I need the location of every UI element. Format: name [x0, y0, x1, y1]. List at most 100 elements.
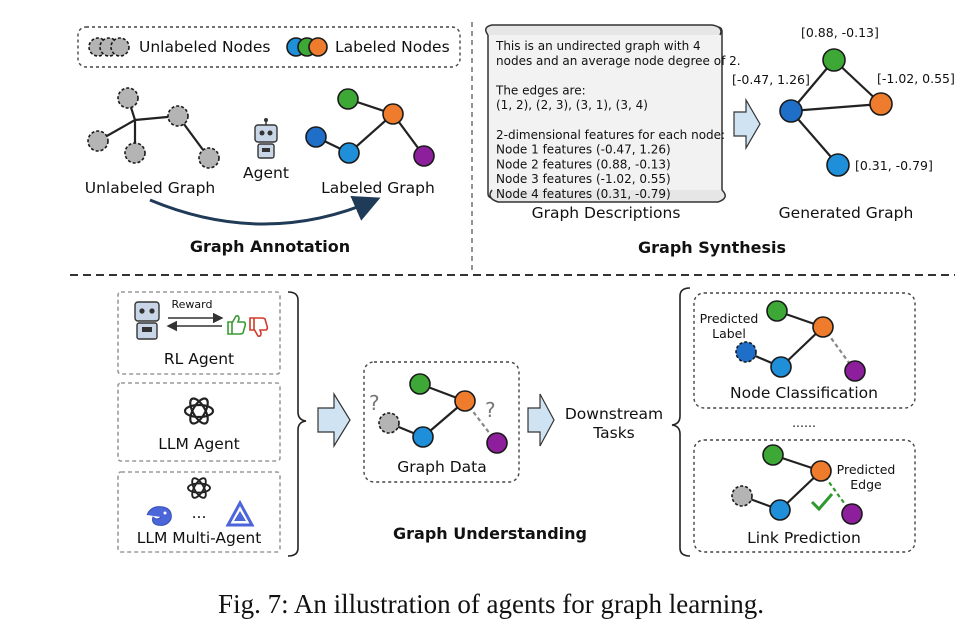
graph-node [413, 145, 435, 167]
thumbs-up-icon [227, 315, 247, 335]
coord-label: [-0.47, 1.26] [732, 72, 810, 87]
graph-node [766, 300, 788, 322]
coord-label: [-1.02, 0.55] [877, 71, 955, 86]
description-line: 2-dimensional features for each node: [496, 128, 725, 142]
tasks-bracket [671, 287, 691, 557]
llm-agent-box: LLM Agent [117, 382, 281, 462]
openai-logo-icon [187, 477, 211, 499]
graph-node [841, 503, 863, 525]
graph-node [822, 48, 846, 72]
to-tasks-arrow [527, 393, 555, 447]
coord-label: [0.31, -0.79] [855, 158, 933, 173]
graph-node [769, 499, 791, 521]
unlabeled-nodes-legend-icon [88, 37, 130, 57]
graph-node [812, 316, 834, 338]
graph-node [826, 153, 850, 177]
exchange-arrows-icon [166, 312, 224, 332]
downstream-tasks-label-line2: Tasks [592, 424, 635, 442]
graph-node [735, 341, 757, 363]
graph-node [454, 390, 476, 412]
graph-node [409, 373, 431, 395]
graph-node [338, 142, 360, 164]
graph-node [124, 142, 146, 164]
predicted-label-text-line1: Predicted [700, 311, 759, 326]
legend-box [77, 26, 461, 68]
graph-node [486, 432, 508, 454]
to-graph-data-arrow [317, 391, 351, 449]
labeled-graph [305, 88, 435, 167]
agents-ellipsis: ... [192, 504, 207, 522]
graph-node [87, 130, 109, 152]
graph-node [869, 92, 893, 116]
labeled-nodes-legend-icon [286, 37, 328, 57]
coord-label: [0.88, -0.13] [801, 25, 879, 40]
graph-node [337, 88, 359, 110]
robot-icon [134, 301, 160, 340]
legend-labeled-text: Labeled Nodes [335, 38, 450, 56]
description-line: (1, 2), (2, 3), (3, 1), (3, 4) [496, 98, 648, 112]
generated-graph-label: Generated Graph [779, 204, 914, 222]
whale-logo-icon [146, 506, 172, 526]
graph-node [762, 444, 784, 466]
predicted-label-text-line2: Label [712, 326, 746, 341]
description-line: Node 1 features (-0.47, 1.26) [496, 143, 671, 157]
rl-agent-box: Reward RL Agent [117, 291, 281, 375]
predicted-edge-text-line1: Predicted [837, 462, 896, 477]
llm-multi-agent-label: LLM Multi-Agent [137, 529, 262, 547]
description-line: Node 2 features (0.88, -0.13) [496, 157, 671, 171]
description-line: Node 3 features (-1.02, 0.55) [496, 172, 671, 186]
graph-node [412, 426, 434, 448]
robot-icon [254, 118, 278, 159]
description-line: Node 4 features (0.31, -0.79) [496, 187, 671, 201]
llm-agent-label: LLM Agent [158, 435, 239, 453]
unlabeled-graph-label: Unlabeled Graph [85, 179, 216, 197]
graph-node [382, 103, 404, 125]
description-line: nodes and an average node degree of 2. [496, 54, 741, 68]
link-prediction-label: Link Prediction [747, 529, 861, 547]
link-prediction-box: Predicted Edge Link Prediction [693, 439, 916, 553]
agents-bracket [287, 291, 307, 557]
graph-node [117, 87, 139, 109]
graph-synthesis-title: Graph Synthesis [638, 238, 786, 257]
reward-label: Reward [172, 298, 213, 311]
unknown-label-mark: ? [369, 391, 380, 415]
figure-caption: Fig. 7: An illustration of agents for gr… [218, 589, 764, 619]
graph-node [731, 485, 753, 507]
graph-node [779, 99, 803, 123]
thumbs-down-icon [249, 317, 269, 337]
description-line: The edges are: [495, 83, 586, 97]
rl-agent-label: RL Agent [164, 350, 234, 368]
graph-node [770, 356, 792, 378]
graph-data-box: ? ? Graph Data [363, 361, 520, 483]
agent-label: Agent [243, 164, 289, 182]
legend-unlabeled-text: Unlabeled Nodes [139, 38, 271, 56]
graph-node [167, 105, 189, 127]
graph-annotation-title: Graph Annotation [190, 237, 350, 256]
graph-node [378, 412, 400, 434]
predicted-edge-text-line2: Edge [850, 477, 882, 492]
synthesis-arrow [733, 97, 761, 151]
unlabeled-graph [87, 87, 220, 169]
graph-node [810, 460, 832, 482]
more-tasks-dots: ...... [792, 415, 816, 430]
node-classification-box: Predicted Label Node Classification [693, 292, 916, 409]
graph-understanding-title: Graph Understanding [393, 524, 587, 543]
generated-graph [779, 48, 893, 177]
node-classification-label: Node Classification [730, 384, 878, 402]
graph-node [844, 360, 866, 382]
graph-descriptions-label: Graph Descriptions [532, 204, 681, 222]
unknown-edge-mark: ? [485, 398, 496, 422]
labeled-graph-label: Labeled Graph [321, 179, 435, 197]
annotation-arrow [149, 196, 381, 226]
legend-panel: Unlabeled Nodes Labeled Nodes [77, 26, 461, 68]
downstream-tasks-label-line1: Downstream [565, 405, 663, 423]
graph-node [305, 126, 327, 148]
openai-logo-icon [183, 397, 215, 425]
graph-data-label: Graph Data [397, 458, 486, 476]
graph-node [198, 147, 220, 169]
check-icon [810, 493, 834, 512]
triangle-logo-icon [225, 499, 255, 527]
